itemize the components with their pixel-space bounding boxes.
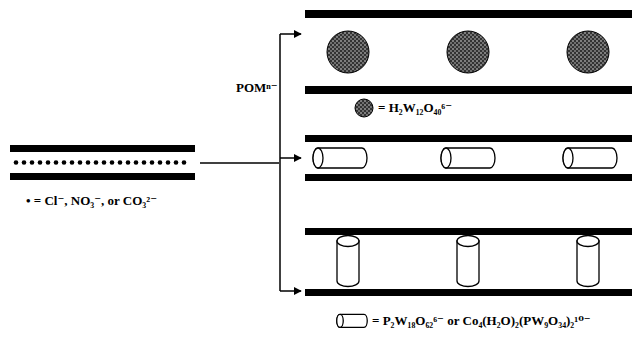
anion-dot: [166, 160, 171, 165]
cylinder-body: [457, 241, 479, 287]
anion-dot: [62, 160, 67, 165]
anion-dot: [182, 160, 187, 165]
anion-dot: [150, 160, 155, 165]
cylinder-body: [313, 148, 367, 168]
branch-arrow: [280, 33, 301, 35]
sphere-key-symbol: [355, 99, 373, 117]
layer-bar: [305, 86, 632, 94]
layer-bar: [305, 135, 632, 142]
cylinder-key-symbol: [337, 314, 368, 327]
cylinder-end: [337, 314, 344, 327]
layer-bar: [305, 174, 632, 181]
cylinder-end: [441, 148, 451, 168]
cylinder-body: [563, 148, 617, 168]
anion-dot: [14, 160, 19, 165]
cylinder-end: [577, 236, 599, 247]
anion-dot: [22, 160, 27, 165]
key-label: = H₂W₁₂O₄₀⁶⁻: [378, 100, 452, 116]
anion-dot: [174, 160, 179, 165]
anion-dot: [134, 160, 139, 165]
anion-dot: [110, 160, 115, 165]
anion-dot: [46, 160, 51, 165]
layer-bar: [305, 289, 632, 296]
layer-bar: [10, 145, 195, 152]
key-label: = P₂W₁₈O₆₂⁶⁻ or Co₄(H₂O)₂(PW₉O₃₄)₂¹⁰⁻: [372, 313, 591, 329]
cylinder-body: [441, 148, 495, 168]
keggin-sphere: [447, 31, 489, 73]
reaction-arrow: [200, 162, 279, 164]
vertical-cylinders: [337, 236, 599, 287]
cylinder-body: [577, 241, 599, 287]
anion-dot: [54, 160, 59, 165]
layer-bar: [10, 173, 195, 180]
anion-dot: [126, 160, 131, 165]
anion-dot: [102, 160, 107, 165]
anion-dot: [86, 160, 91, 165]
layer-bar: [305, 228, 632, 235]
anion-dots: [14, 160, 187, 165]
horizontal-cylinders: [313, 148, 617, 168]
anion-dot: [158, 160, 163, 165]
anion-dot: [70, 160, 75, 165]
anion-dot: [78, 160, 83, 165]
anion-dot: [118, 160, 123, 165]
anion-dot: [38, 160, 43, 165]
cylinder-end: [457, 236, 479, 247]
keggin-sphere: [327, 31, 369, 73]
cylinder-body: [337, 314, 368, 327]
branch-line: [279, 34, 281, 291]
layer-bar: [305, 10, 632, 18]
keggin-spheres: [327, 31, 609, 73]
branch-arrow: [280, 157, 301, 159]
anion-dot: [30, 160, 35, 165]
keggin-sphere: [567, 31, 609, 73]
anion-dot: [142, 160, 147, 165]
reagent-label: POMⁿ⁻: [236, 80, 278, 96]
branch-arrow: [280, 290, 301, 292]
anion-dot: [94, 160, 99, 165]
cylinder-body: [337, 241, 359, 287]
cylinder-end: [313, 148, 323, 168]
cylinder-end: [563, 148, 573, 168]
cylinder-end: [337, 236, 359, 247]
key-label: • = Cl⁻, NO₃⁻, or CO₃²⁻: [26, 193, 157, 209]
